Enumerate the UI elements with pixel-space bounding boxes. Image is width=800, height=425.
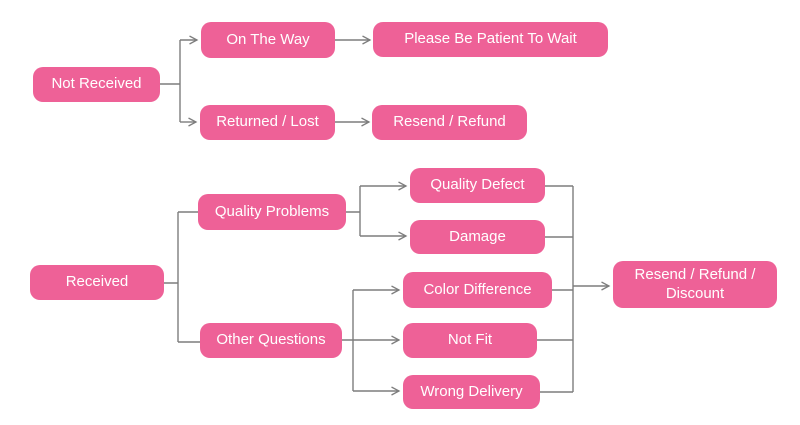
connector-quality-problems-trunk xyxy=(346,186,361,236)
node-on-the-way: On The Way xyxy=(201,22,335,58)
node-received: Received xyxy=(30,265,164,300)
node-resend-refund: Resend / Refund xyxy=(372,105,527,140)
connector-group xyxy=(160,40,609,392)
connector-received-trunk xyxy=(164,211,200,343)
connector-merge-trunk xyxy=(537,185,574,393)
node-quality-problems: Quality Problems xyxy=(198,194,346,230)
connector-other-questions-trunk xyxy=(342,290,354,391)
node-wrong-delivery: Wrong Delivery xyxy=(403,375,540,409)
node-please-be-patient: Please Be Patient To Wait xyxy=(373,22,608,57)
node-not-fit: Not Fit xyxy=(403,323,537,358)
node-not-received: Not Received xyxy=(33,67,160,102)
node-other-questions: Other Questions xyxy=(200,323,342,358)
connector-not-received-trunk xyxy=(160,40,181,122)
node-quality-defect: Quality Defect xyxy=(410,168,545,203)
node-resend-refund-discount: Resend / Refund / Discount xyxy=(613,261,777,308)
node-returned-lost: Returned / Lost xyxy=(200,105,335,140)
node-color-difference: Color Difference xyxy=(403,272,552,308)
node-damage: Damage xyxy=(410,220,545,254)
